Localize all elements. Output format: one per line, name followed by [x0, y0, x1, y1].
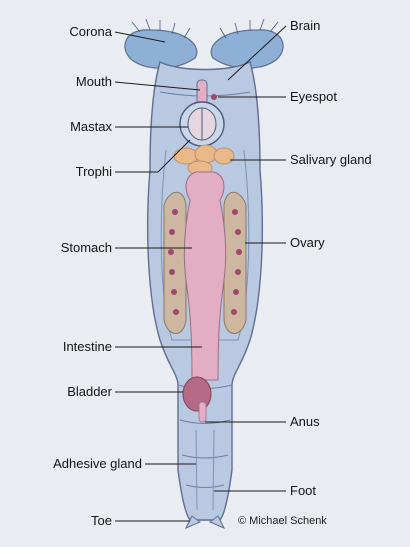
eyespot-organ — [211, 94, 217, 100]
leader-lines — [114, 25, 287, 522]
ovary-organs — [163, 191, 247, 334]
label-eyespot: Eyespot — [290, 89, 337, 104]
adhesive-gland-organ — [195, 429, 215, 511]
label-brain: Brain — [290, 18, 321, 33]
mastax-organ — [179, 101, 225, 147]
label-corona: Corona — [69, 24, 112, 39]
label-mastax: Mastax — [70, 119, 112, 134]
bladder-organ — [182, 376, 212, 412]
label-stomach: Stomach — [60, 240, 112, 255]
label-ovary: Ovary — [290, 235, 325, 250]
toe-organ — [184, 515, 226, 529]
label-toe: Toe — [91, 513, 112, 528]
corona-lobes — [124, 18, 284, 69]
anus-duct — [198, 401, 207, 423]
label-mouth: Mouth — [75, 74, 112, 89]
label-trophi: Trophi — [75, 164, 112, 179]
label-intestine: Intestine — [62, 339, 112, 354]
label-anus: Anus — [290, 414, 320, 429]
copyright-credit: © Michael Schenk — [238, 515, 327, 527]
label-bladder: Bladder — [67, 384, 112, 399]
label-foot: Foot — [290, 483, 317, 498]
label-adhesive-gland: Adhesive gland — [53, 456, 142, 471]
stomach-intestine — [183, 171, 227, 381]
label-salivary-gland: Salivary gland — [290, 152, 372, 167]
